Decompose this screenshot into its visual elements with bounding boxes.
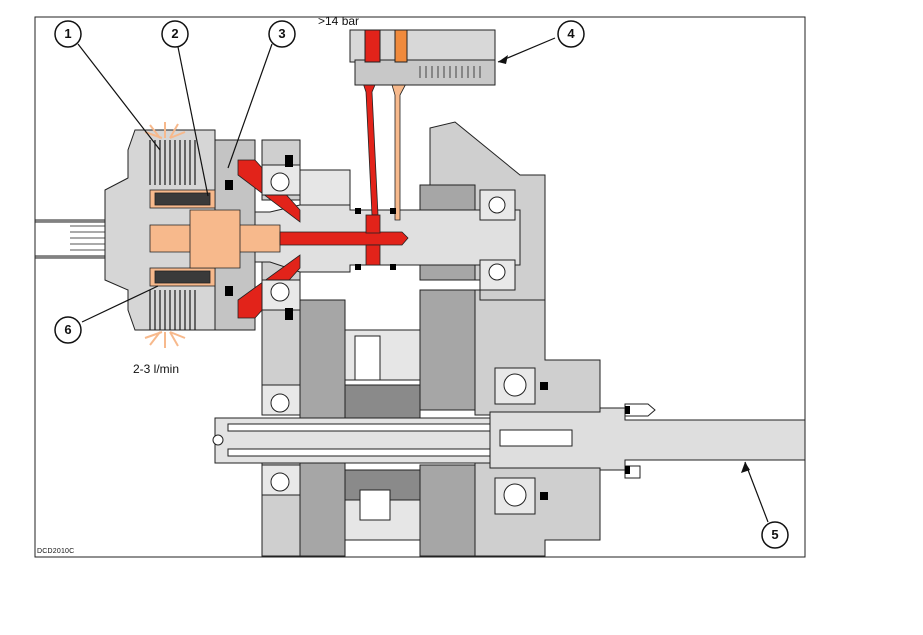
callout-5-label: 5 [771,527,779,542]
clutch-plates-lower [149,290,196,330]
oil-spray-bottom [144,331,186,348]
countershaft [212,417,511,464]
seal-rings [225,155,630,500]
pressure-annotation: >14 bar [318,14,360,28]
bearings [261,164,536,515]
inner-clutch-pack [149,189,216,287]
callout-circles [54,20,789,549]
callout-1-label: 1 [64,26,72,41]
flow-rate-annotation: 2-3 l/min [133,362,180,376]
oil-spray-top [144,122,186,139]
valve-spring [419,66,481,78]
figure-code: DCD2010C [37,548,75,555]
callout-4-label: 4 [567,26,575,41]
callout-2-label: 2 [171,26,179,41]
control-valve-body [349,29,496,86]
callout-6-label: 6 [64,322,72,337]
clutch-plates-upper [149,140,196,185]
callout-arrowheads [498,55,750,473]
callout-leaders [77,37,769,523]
callout-3-label: 3 [278,26,286,41]
